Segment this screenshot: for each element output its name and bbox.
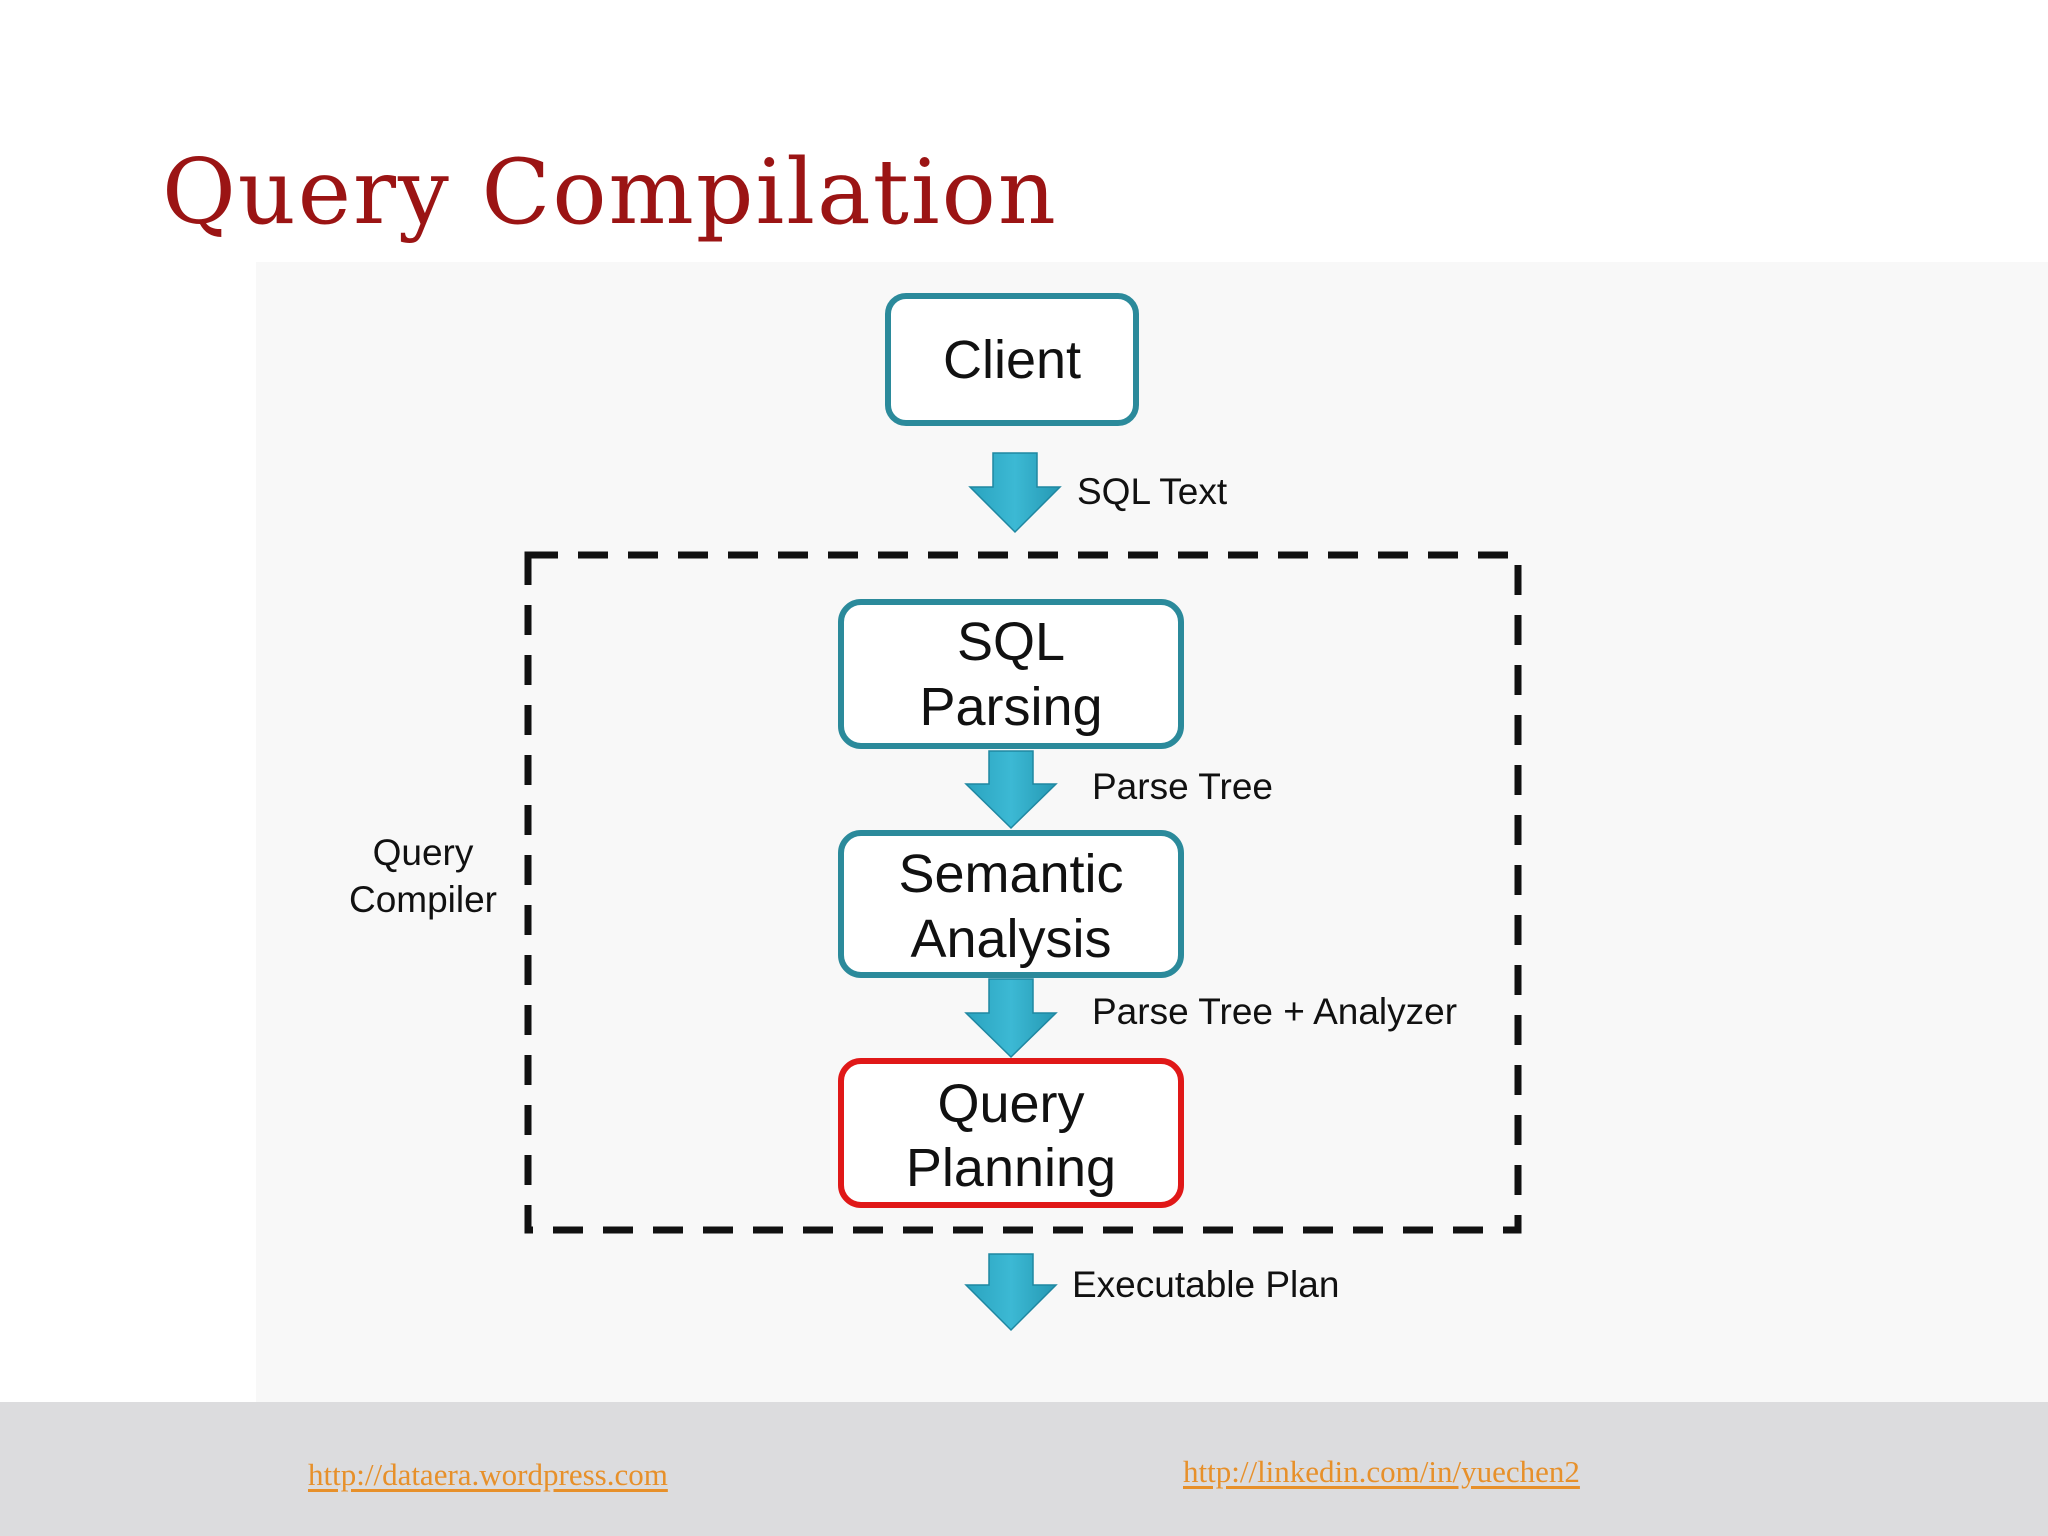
edge-label-parse-tree-analyzer: Parse Tree + Analyzer — [1092, 991, 1457, 1032]
client-label: Client — [943, 330, 1081, 390]
group-label-line2: Compiler — [349, 879, 497, 920]
query-planning-label-line2: Planning — [906, 1138, 1116, 1198]
arrow-down-icon — [964, 978, 1058, 1059]
footer-bar: http://dataera.wordpress.com http://link… — [0, 1402, 2048, 1536]
client-node: Client — [885, 293, 1139, 426]
footer-link-blog[interactable]: http://dataera.wordpress.com — [308, 1457, 668, 1492]
semantic-analysis-label-line1: Semantic — [898, 844, 1123, 904]
semantic-analysis-node: Semantic Analysis — [838, 830, 1184, 978]
edge-label-sql-text: SQL Text — [1077, 471, 1228, 512]
query-compiler-group — [524, 551, 1522, 1234]
query-planning-label-line1: Query — [937, 1074, 1084, 1134]
semantic-analysis-label-line2: Analysis — [910, 909, 1111, 969]
arrow-down-icon — [968, 452, 1062, 534]
sql-parsing-label-line1: SQL — [957, 612, 1065, 672]
footer-link-linkedin[interactable]: http://linkedin.com/in/yuechen2 — [1183, 1454, 1580, 1489]
edge-label-parse-tree: Parse Tree — [1092, 766, 1273, 807]
diagram-panel: Query Compiler Client SQL Parsing Semant… — [256, 262, 2048, 1402]
group-label-line1: Query — [373, 832, 474, 873]
query-planning-node: Query Planning — [838, 1058, 1184, 1208]
sql-parsing-label-line2: Parsing — [919, 677, 1102, 737]
slide-title: Query Compilation — [162, 140, 1058, 245]
edge-label-executable-plan: Executable Plan — [1072, 1264, 1339, 1305]
sql-parsing-node: SQL Parsing — [838, 599, 1184, 749]
flow-diagram: Query Compiler Client SQL Parsing Semant… — [349, 293, 1522, 1332]
arrow-down-icon — [964, 1253, 1058, 1332]
arrow-down-icon — [964, 750, 1058, 830]
